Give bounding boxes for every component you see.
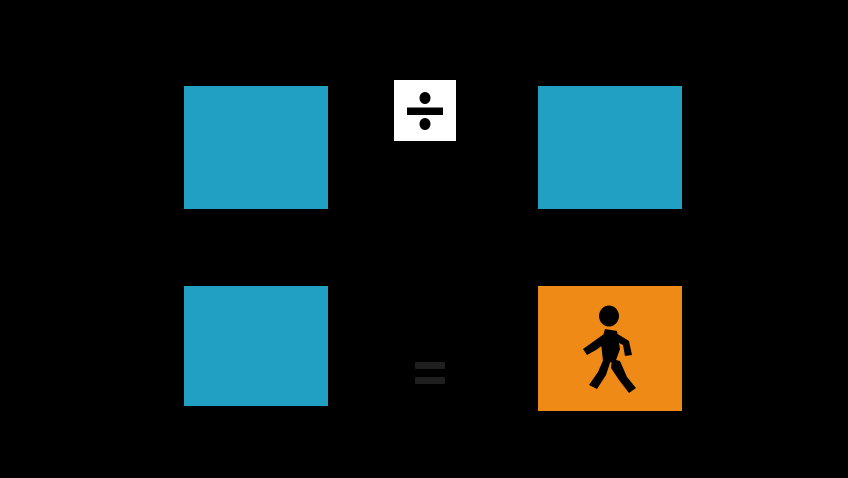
divisor-tile[interactable] bbox=[538, 86, 682, 209]
equals-icon bbox=[415, 362, 445, 384]
equals-bar-top bbox=[415, 362, 445, 369]
result-tile[interactable] bbox=[538, 286, 682, 411]
pedestrian-walking-icon bbox=[583, 305, 636, 393]
divide-operator-card bbox=[394, 80, 456, 141]
equals-bar-bottom bbox=[415, 377, 445, 384]
divide-icon bbox=[407, 91, 443, 130]
quotient-tile[interactable] bbox=[184, 286, 328, 406]
dividend-tile[interactable] bbox=[184, 86, 328, 209]
